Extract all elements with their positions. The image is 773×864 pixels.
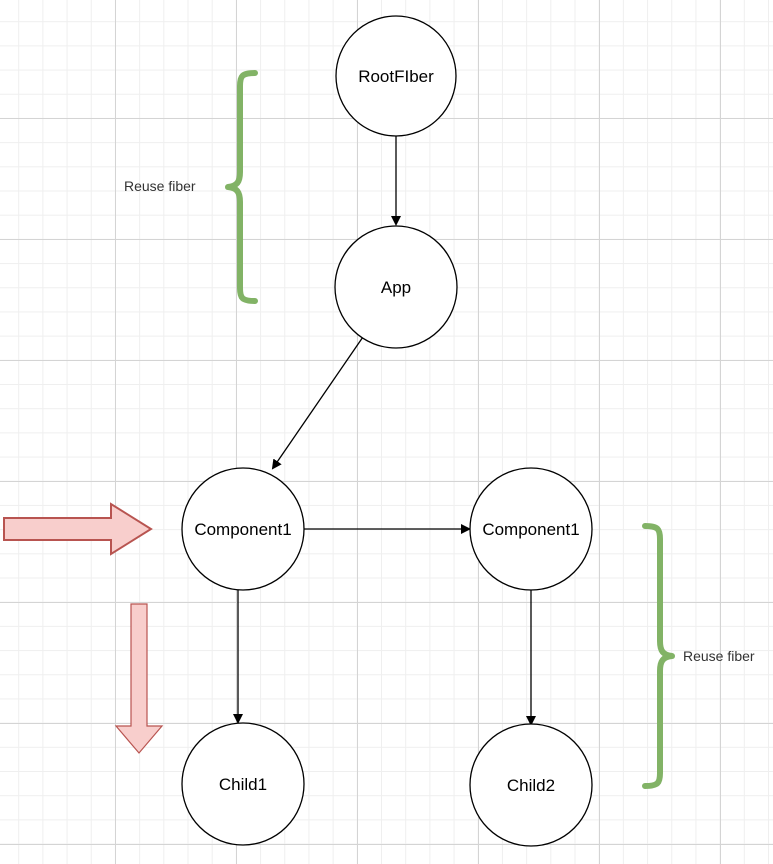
right-curly-brace-shape (642, 523, 675, 789)
left-curly-brace-shape (225, 70, 258, 304)
node-app: App (334, 225, 458, 349)
node-child1: Child1 (181, 722, 305, 846)
right-red-arrow-icon (3, 502, 153, 556)
node-component1-right-label: Component1 (482, 520, 579, 539)
down-red-arrow-icon (114, 603, 164, 754)
node-child2: Child2 (469, 723, 593, 847)
edge-app-to-component1 (271, 333, 366, 470)
node-rootfiber: RootFIber (335, 15, 457, 137)
node-component1-right: Component1 (469, 467, 593, 591)
node-component1-left: Component1 (181, 467, 305, 591)
node-child2-label: Child2 (507, 776, 555, 795)
node-app-label: App (381, 278, 411, 297)
top-reuse-fiber-label: Reuse fiber (124, 178, 196, 194)
node-rootfiber-label: RootFIber (358, 67, 434, 86)
right-reuse-fiber-label: Reuse fiber (683, 648, 755, 664)
node-component1-left-label: Component1 (194, 520, 291, 539)
node-child1-label: Child1 (219, 775, 267, 794)
